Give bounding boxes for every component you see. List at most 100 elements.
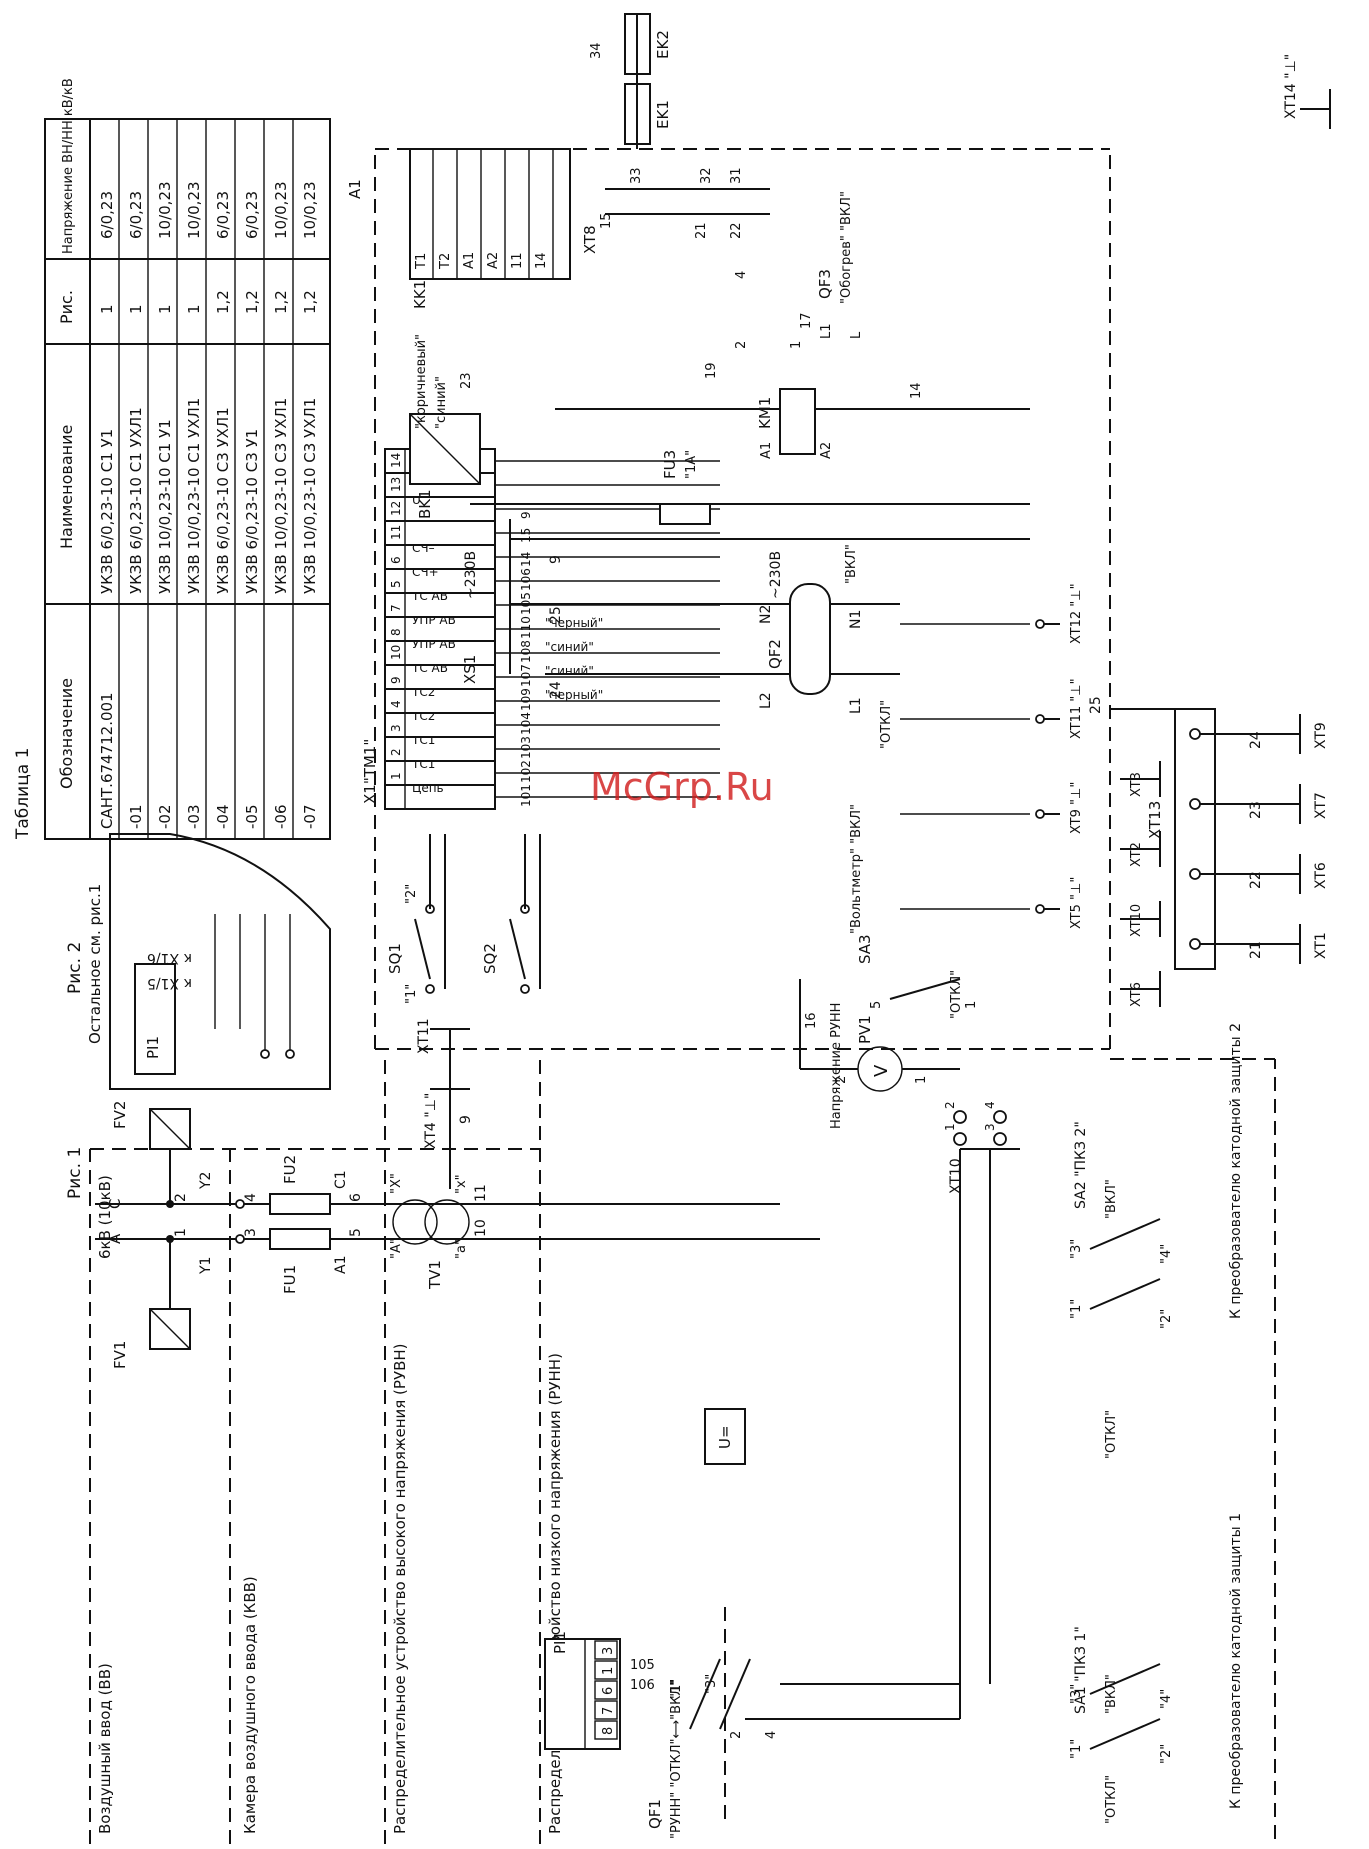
limit-switches: SQ1 SQ2 "1" "2": [386, 834, 541, 1004]
qf1-label: QF1: [646, 1799, 664, 1829]
xt13-terminal-label: XT7: [1313, 792, 1329, 819]
xt13-wire-label: 24: [1248, 731, 1264, 749]
xs1-wire-9: 9: [548, 555, 564, 564]
node-5: 5: [348, 1228, 364, 1237]
xt8-label: XT8: [581, 225, 599, 254]
qf1-pin-4: 4: [764, 1731, 779, 1739]
tv1-term-a-low: "а": [454, 1239, 469, 1259]
c1-terminal: C1: [333, 1170, 349, 1189]
table-cell: 1: [98, 304, 116, 314]
tm1-pin-number: 12: [389, 501, 403, 516]
xt13-terminal-label: XT9: [1313, 722, 1329, 749]
table-cell: -01: [127, 805, 145, 830]
tm1-wire-label: 110: [519, 616, 533, 639]
table-cell: 6/0,23: [243, 191, 261, 239]
xs1-wire-24: 24: [548, 681, 564, 699]
table-caption: Таблица 1: [13, 748, 33, 840]
wire-19: 19: [704, 362, 719, 379]
fig2-to-x16: к X1/6: [147, 950, 192, 966]
wire-15: 15: [599, 212, 614, 229]
pi1-pin-number: 7: [601, 1707, 616, 1715]
kk1-pin: T2: [438, 253, 453, 270]
table-header-name: Наименование: [57, 425, 76, 549]
fig2-pi1-label: PI1: [144, 1036, 162, 1059]
node-10: 10: [473, 1219, 489, 1237]
xt10-pin-number: 1: [943, 1123, 957, 1131]
xt13-ground-label: XT2: [1129, 842, 1144, 867]
pi1-pin-cell: [594, 1720, 618, 1740]
sa3-off: "ОТКЛ": [949, 970, 964, 1019]
qf3-l: L: [849, 331, 864, 339]
tv1-term-a: "A": [389, 1238, 404, 1259]
zone-kvv: Камера воздушного ввода (КВВ): [241, 1576, 259, 1834]
pi1-pin-number: 8: [601, 1727, 616, 1735]
socket-qf2: XS1 ~230В 24 25 9 QF2 ~230В L2 N2 L1 N1 …: [461, 519, 1030, 749]
qf2-breaker: [789, 583, 831, 695]
xt13-wire-label: 22: [1248, 871, 1264, 889]
xt13-box: [1174, 708, 1216, 970]
xs1-label: XS1: [461, 655, 479, 684]
ground-terminal-label: XT5 "⊥": [1069, 877, 1084, 929]
tm1-pin-number: 7: [389, 604, 403, 612]
node-11: 11: [473, 1184, 489, 1202]
table-cell: 10/0,23: [156, 181, 174, 239]
wire-31: 31: [729, 167, 744, 184]
tm1-pin-number: 13: [389, 477, 403, 492]
table-header-voltage: Напряжение ВН/НН кВ/кВ: [61, 78, 76, 254]
sa1-contact-1: "1": [1069, 1739, 1084, 1759]
pi1-pin-number: 3: [601, 1647, 616, 1655]
sa1-on: "ВКЛ": [1104, 1674, 1119, 1714]
fv2-label: FV2: [111, 1101, 129, 1129]
wire-14: 14: [909, 382, 924, 399]
hv-section: 6кВ (10кВ) A C FV1 FV2 Y1 Y2 1 2 3 4: [95, 1018, 820, 1465]
ground-terminal-label: XT9 "⊥": [1069, 782, 1084, 834]
km1-a1: A1: [759, 442, 774, 459]
pv1-symbol: V: [871, 1064, 892, 1077]
xt4-label: XT4 "⊥": [423, 1093, 439, 1149]
bk1-wire-brown: "коричневый": [414, 334, 429, 429]
tm1-pin-number: 8: [389, 628, 403, 636]
tm1-pin-number: 10: [389, 645, 403, 660]
kk1-pin: A2: [486, 252, 501, 269]
node-9: 9: [458, 1115, 474, 1124]
fig1-zones: Рис. 1 Воздушный ввод (ВВ) Камера воздуш…: [65, 1059, 564, 1844]
qf2-l1: L1: [848, 697, 864, 714]
xt10-pin: [993, 1132, 1007, 1146]
dc-voltage-box: [704, 1408, 746, 1465]
sa2-target: К преобразователю катодной защиты 2: [1228, 1023, 1244, 1319]
table-cell: УКЗВ 6/0,23-10 С3 УХЛ1: [214, 407, 232, 594]
pv1-wire-16: 16: [804, 1012, 819, 1029]
tm1-wire-label: 102: [519, 760, 533, 783]
xt13-wire-label: 21: [1248, 941, 1264, 959]
table-cell: 1,2: [272, 290, 290, 314]
table-cell: -07: [301, 805, 319, 830]
tm1-wire-label: 15: [519, 528, 533, 543]
zone-vv: Воздушный ввод (ВВ): [96, 1663, 114, 1834]
bk1-label: BK1: [416, 489, 434, 519]
wire-32: 32: [699, 167, 714, 184]
node-3: 3: [243, 1228, 259, 1237]
table-cell: 10/0,23: [185, 181, 203, 239]
ground-terminal-label: XT11 "⊥": [1069, 678, 1084, 739]
a1-label: A1: [346, 179, 364, 199]
pi1-pin-number: 6: [601, 1687, 616, 1695]
sa2-contact-2: "2": [1159, 1309, 1174, 1329]
kk1-pin: 14: [534, 252, 549, 269]
sa1-contact-4: "4": [1159, 1689, 1174, 1709]
tm1-pin-number: 9: [389, 676, 403, 684]
pi1-pin-cell: [594, 1680, 618, 1700]
kk1-relay: [409, 148, 571, 280]
sa2-contact-4: "4": [1159, 1244, 1174, 1264]
qf3-caption: "Обогрев" "ВКЛ": [839, 191, 854, 304]
xt13-ground-label: XT6: [1129, 982, 1144, 1007]
wire-34: 34: [589, 42, 604, 59]
wire-22: 22: [729, 222, 744, 239]
sq2-label: SQ2: [481, 943, 499, 974]
ek2-label: EK2: [654, 30, 672, 59]
km1-label: KM1: [756, 397, 774, 429]
sa2-off: "ОТКЛ": [1104, 1410, 1119, 1459]
